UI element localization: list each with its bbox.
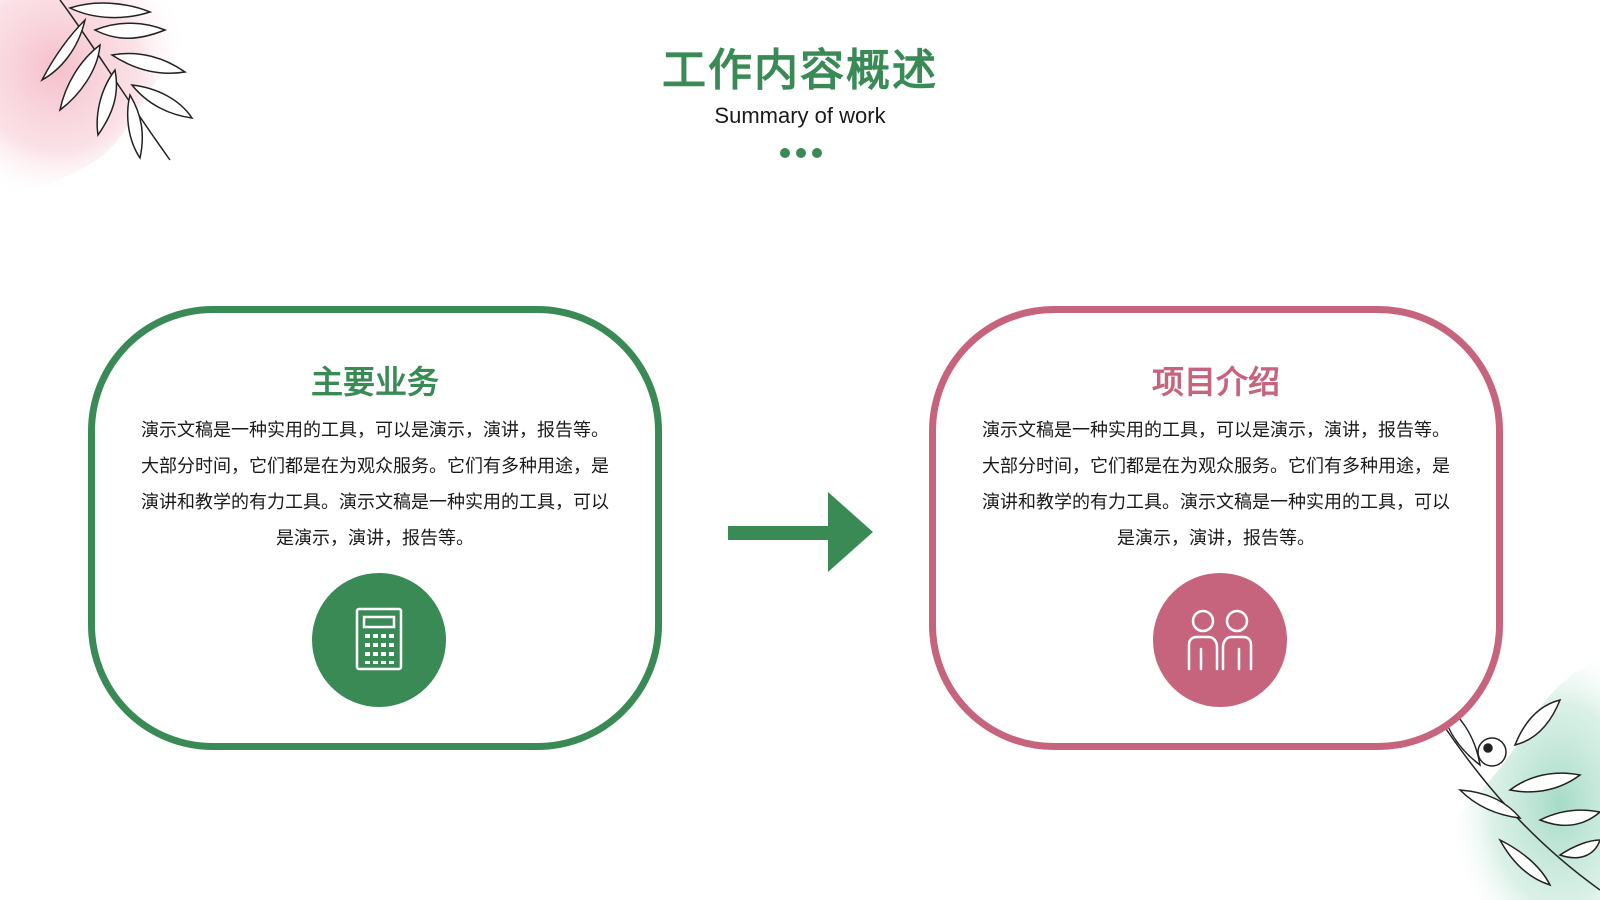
page-title: 工作内容概述 (662, 45, 938, 96)
card-description: 演示文稿是一种实用的工具，可以是演示，演讲，报告等。大部分时间，它们都是在为观众… (982, 420, 1450, 549)
card-project-intro: 项目介绍 演示文稿是一种实用的工具，可以是演示，演讲，报告等。大部分时间，它们都… (929, 306, 1503, 750)
calculator-icon (312, 573, 446, 707)
arrow-right-icon (728, 492, 873, 572)
title-dots-divider (780, 148, 822, 158)
card-description: 演示文稿是一种实用的工具，可以是演示，演讲，报告等。大部分时间，它们都是在为观众… (141, 420, 609, 549)
page-subtitle: Summary of work (714, 103, 886, 128)
leaf-decoration-bottom-right (1438, 660, 1600, 900)
card-title: 主要业务 (310, 363, 439, 401)
dot (812, 148, 822, 158)
dot (796, 148, 806, 158)
card-main-business: 主要业务 演示文稿是一种实用的工具，可以是演示，演讲，报告等。大部分时间，它们都… (88, 306, 662, 750)
leaf-decoration-top-left (0, 0, 194, 195)
dot (780, 148, 790, 158)
card-title: 项目介绍 (1151, 363, 1280, 401)
people-icon (1153, 573, 1287, 707)
